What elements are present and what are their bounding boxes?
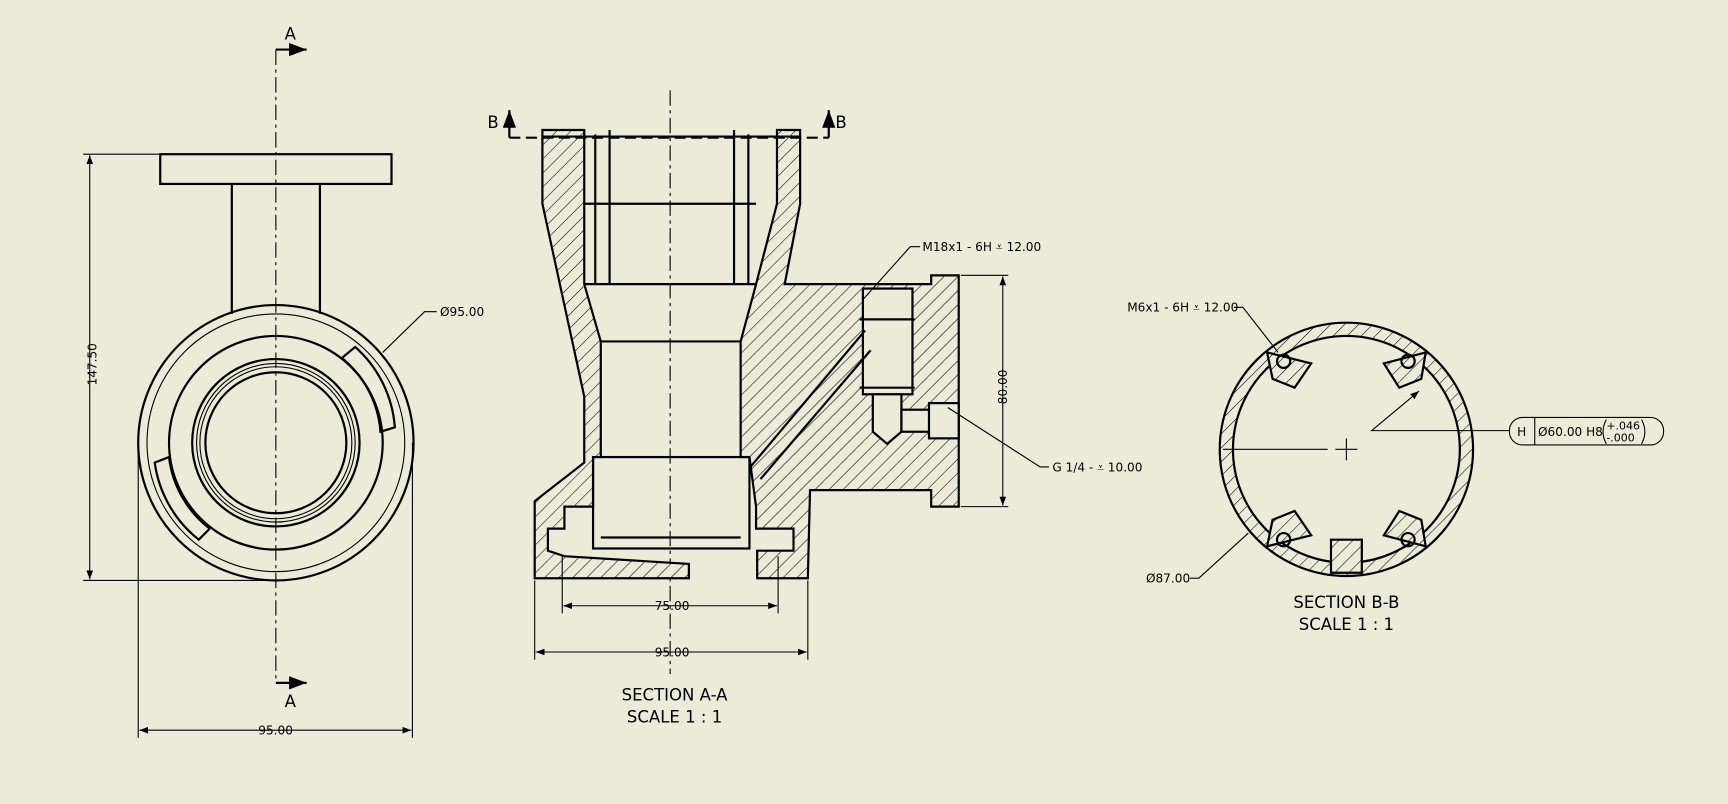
dim-width: 95.00 xyxy=(258,724,293,738)
section-marker-b-left: B xyxy=(487,113,498,132)
section-aa-view: B B M18x1 - 6H ⩡ 12.00 G 1/4 - ⩡ 10.00 8… xyxy=(487,90,1142,726)
fit-callout: H Ø60.00 H8 +.046 -.000 xyxy=(1508,416,1665,446)
m6-hole xyxy=(1400,531,1416,548)
dim-80: 80.00 xyxy=(996,370,1010,405)
insert-ring xyxy=(591,455,751,550)
pipe-note-g14: G 1/4 - ⩡ 10.00 xyxy=(1052,460,1142,474)
g14-port xyxy=(900,408,934,433)
top-flange xyxy=(159,153,393,186)
m6-hole xyxy=(1275,353,1292,369)
thread-note-m6: M6x1 - 6H ⩡ 12.00 xyxy=(1127,301,1238,315)
section-aa-scale: SCALE 1 : 1 xyxy=(627,707,722,726)
dim-diameter-87: Ø87.00 xyxy=(1146,572,1190,586)
left-wall-section xyxy=(533,128,690,580)
front-view: A A 147.50 95.00 Ø95.00 xyxy=(83,25,484,738)
section-bb-scale: SCALE 1 : 1 xyxy=(1299,615,1394,634)
dim-height: 147.50 xyxy=(85,343,99,385)
tolerance-lower: -.000 xyxy=(1606,432,1634,445)
bayonet-slot xyxy=(341,345,396,434)
section-marker-bottom: A xyxy=(285,692,297,711)
m6-hole xyxy=(1275,531,1292,548)
section-marker-top: A xyxy=(285,25,297,44)
dim-95: 95.00 xyxy=(655,645,690,659)
section-marker-b-right: B xyxy=(835,113,846,132)
m6-hole xyxy=(1400,353,1416,369)
section-bb-title: SECTION B-B xyxy=(1293,593,1399,612)
right-wall-section xyxy=(739,128,960,580)
thread-note-m18: M18x1 - 6H ⩡ 12.00 xyxy=(922,240,1041,254)
dim-75: 75.00 xyxy=(655,599,690,613)
fit-value: Ø60.00 H8 xyxy=(1538,425,1603,439)
dim-diameter: Ø95.00 xyxy=(440,305,484,319)
section-bb-view: M6x1 - 6H ⩡ 12.00 Ø87.00 H Ø60.00 H8 +.0… xyxy=(1127,301,1665,634)
m18-thread-hole xyxy=(861,287,914,396)
tolerance-upper: +.046 xyxy=(1606,420,1640,433)
section-aa-title: SECTION A-A xyxy=(622,685,729,704)
fit-datum: H xyxy=(1517,425,1526,439)
